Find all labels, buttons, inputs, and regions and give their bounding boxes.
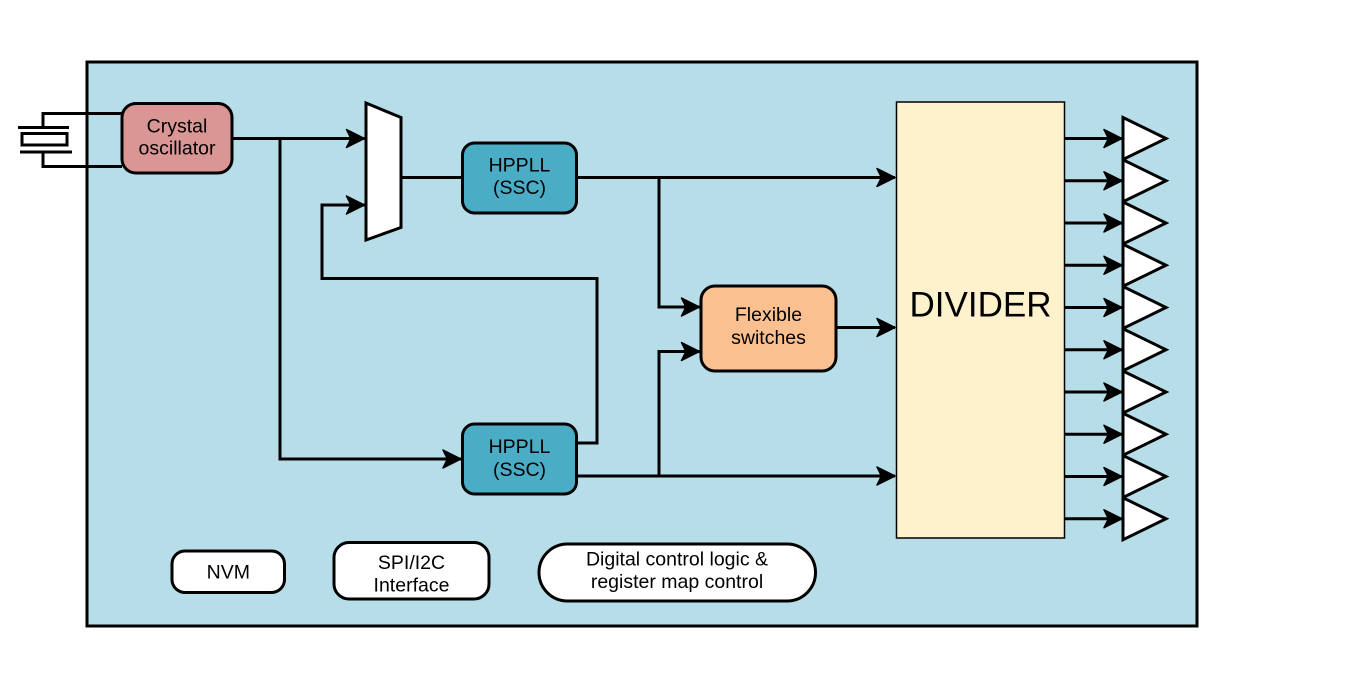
svg-text:DIVIDER: DIVIDER [910, 286, 1052, 325]
svg-text:Digital control logic &: Digital control logic & [586, 549, 768, 571]
svg-text:NVM: NVM [207, 562, 250, 584]
svg-text:switches: switches [731, 327, 806, 349]
svg-text:register map control: register map control [591, 571, 763, 593]
svg-text:oscillator: oscillator [139, 138, 216, 160]
svg-text:Flexible: Flexible [735, 304, 802, 326]
svg-text:(SSC): (SSC) [493, 177, 546, 199]
svg-text:SPI/I2C: SPI/I2C [378, 552, 445, 574]
svg-text:Crystal: Crystal [147, 116, 208, 138]
svg-text:HPPLL: HPPLL [489, 154, 551, 176]
svg-text:(SSC): (SSC) [493, 459, 546, 481]
svg-text:Interface: Interface [374, 575, 450, 597]
svg-text:HPPLL: HPPLL [489, 436, 551, 458]
